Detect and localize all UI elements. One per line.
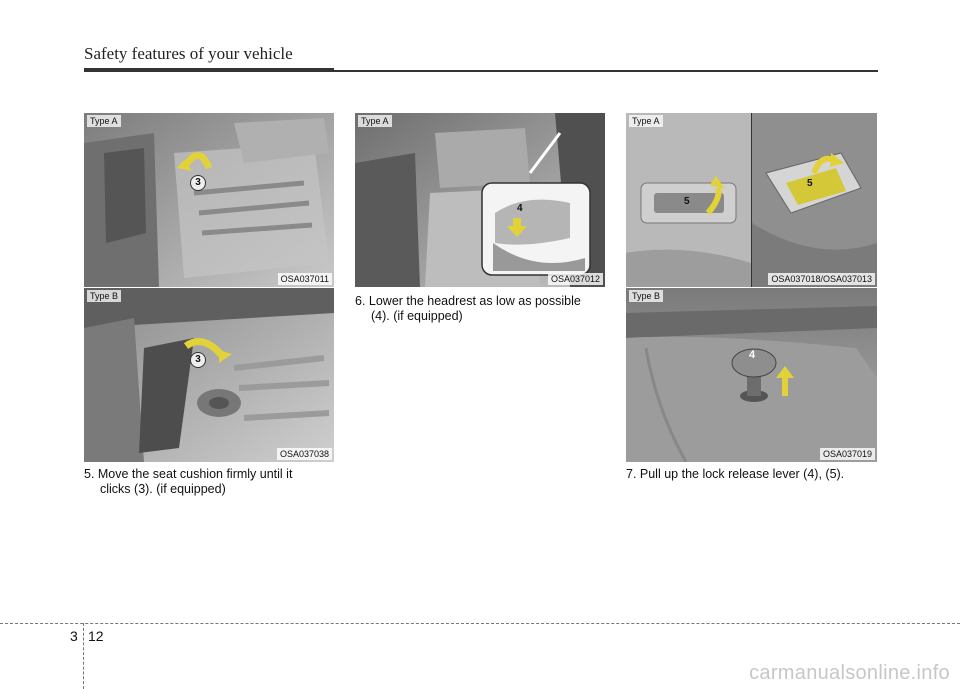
figure-code: OSA037012 bbox=[547, 273, 603, 285]
step-5-line-2: clicks (3). (if equipped) bbox=[100, 482, 226, 496]
footer-rule bbox=[0, 623, 960, 624]
figure-type-label: Type A bbox=[629, 115, 663, 127]
figure-lock-release-type-b: Type B 4 OSA037019 bbox=[626, 288, 877, 462]
callout-number: 3 bbox=[190, 175, 206, 191]
figure-type-label: Type A bbox=[87, 115, 121, 127]
step-6-line-2: (4). (if equipped) bbox=[371, 309, 463, 323]
figure-code: OSA037019 bbox=[819, 448, 875, 460]
step-5-caption: 5. Move the seat cushion firmly until it… bbox=[84, 467, 334, 497]
chapter-number: 3 bbox=[70, 628, 78, 644]
figure-lock-release-type-a: Type A 5 5 OSA037018/OSA037013 bbox=[626, 113, 877, 287]
page-number: 12 bbox=[88, 628, 104, 644]
callout-number: 4 bbox=[749, 349, 756, 361]
figure-type-label: Type B bbox=[629, 290, 664, 302]
step-7-caption: 7. Pull up the lock release lever (4), (… bbox=[626, 467, 845, 481]
figure-code: OSA037011 bbox=[277, 273, 332, 285]
callout-number: 5 bbox=[684, 196, 690, 207]
callout-number: 3 bbox=[190, 352, 206, 368]
step-6-caption: 6. Lower the headrest as low as possible… bbox=[355, 294, 605, 324]
figure-headrest-type-a: Type A 4 OSA037012 bbox=[355, 113, 605, 287]
callout-number: 5 bbox=[807, 178, 813, 189]
header-rule bbox=[84, 70, 878, 72]
watermark: carmanualsonline.info bbox=[749, 662, 950, 684]
figure-code: OSA037038 bbox=[276, 448, 332, 460]
figure-seat-cushion-type-b: Type B 3 OSA037038 bbox=[84, 288, 334, 462]
figure-type-label: Type B bbox=[87, 290, 122, 302]
footer-divider bbox=[83, 623, 84, 689]
figure-seat-cushion-type-a: Type A 3 OSA037011 bbox=[84, 113, 334, 287]
figure-code: OSA037018/OSA037013 bbox=[768, 273, 875, 285]
figure-type-label: Type A bbox=[358, 115, 392, 127]
page-header-title: Safety features of your vehicle bbox=[84, 44, 293, 63]
callout-number: 4 bbox=[517, 203, 523, 214]
step-6-line-1: 6. Lower the headrest as low as possible bbox=[355, 294, 581, 308]
step-5-line-1: 5. Move the seat cushion firmly until it bbox=[84, 467, 293, 481]
